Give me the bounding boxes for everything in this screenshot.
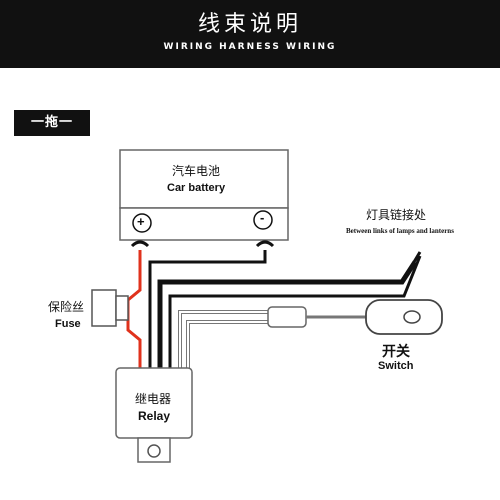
lamp-wire-tip xyxy=(412,251,422,263)
red-wire xyxy=(126,250,142,368)
switch-label-en: Switch xyxy=(378,360,414,372)
fuse-label-en: Fuse xyxy=(55,318,81,330)
positive-terminal-label: + xyxy=(137,214,145,229)
fuse-holder xyxy=(91,289,117,327)
switch-wire-2 xyxy=(187,321,268,368)
negative-terminal-label: - xyxy=(260,210,265,225)
switch-wire-outline-2 xyxy=(186,320,268,368)
header-banner: 线束说明 WIRING HARNESS WIRING xyxy=(0,0,500,68)
switch-button-icon xyxy=(403,310,421,324)
switch-wire-1 xyxy=(179,311,268,368)
relay-label-en: Relay xyxy=(138,409,171,423)
battery-label-cn: 汽车电池 xyxy=(172,164,221,178)
battery-label-en: Car battery xyxy=(167,182,226,194)
lamp-wire-black xyxy=(157,260,418,368)
lamp-wire-thin xyxy=(168,255,422,368)
positive-clamp-icon xyxy=(130,240,150,248)
fuse-cap xyxy=(115,295,129,321)
lamp-connection-label-en: Between links of lamps and lanterns xyxy=(346,227,454,235)
relay-label-cn: 继电器 xyxy=(135,392,172,406)
relay-mount-hole-icon xyxy=(147,444,161,458)
section-tag: 一拖一 xyxy=(14,110,90,136)
switch-connector xyxy=(267,306,307,328)
page-title: 线束说明 xyxy=(197,12,302,37)
negative-terminal-icon xyxy=(253,210,273,230)
battery-body xyxy=(119,149,289,209)
page-subtitle: WIRING HARNESS WIRING xyxy=(163,42,337,52)
switch-label-cn: 开关 xyxy=(382,343,410,359)
positive-terminal-icon xyxy=(132,213,152,233)
ground-wire xyxy=(148,250,267,368)
fuse-label-cn: 保险丝 xyxy=(48,300,85,314)
lamp-connection-label-cn: 灯具链接处 xyxy=(366,208,427,222)
negative-clamp-icon xyxy=(255,240,275,248)
